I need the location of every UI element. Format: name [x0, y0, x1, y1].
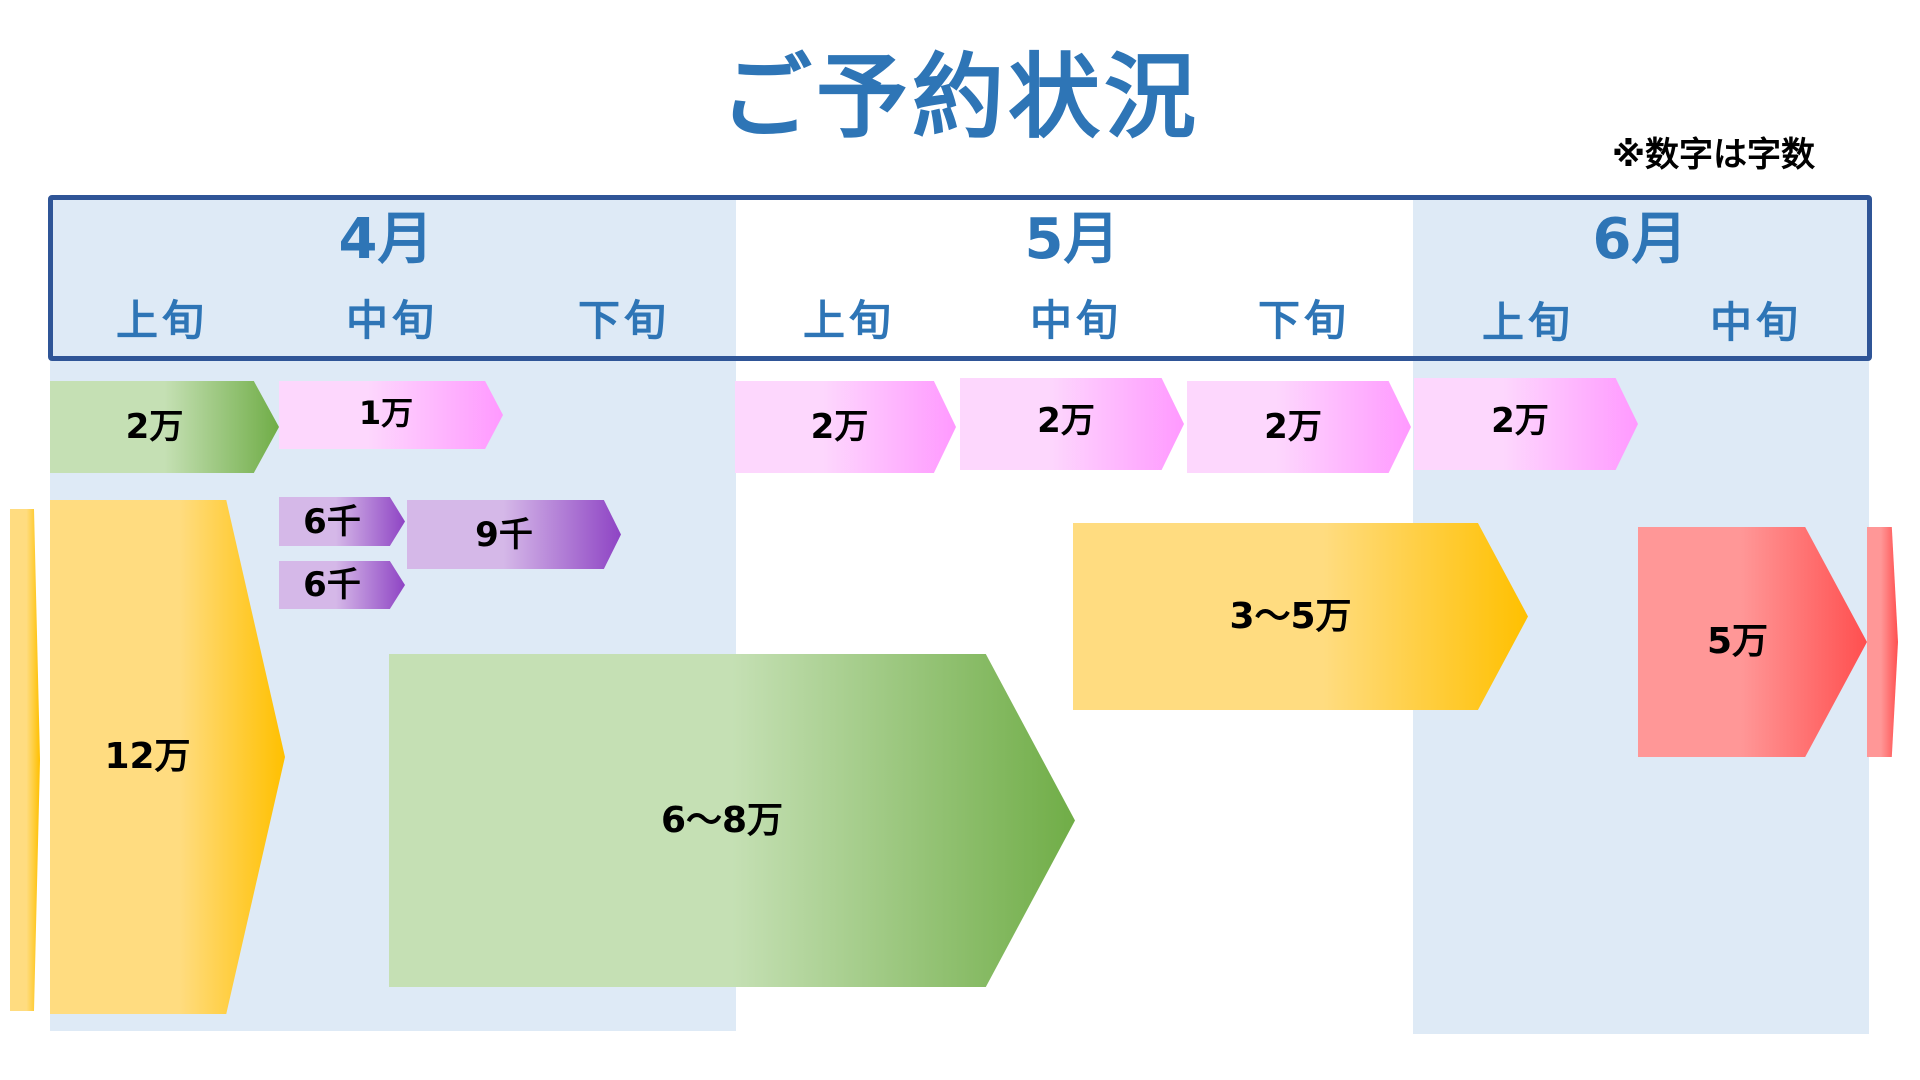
booking-arrow-apr-early-2man: 2万 — [50, 381, 279, 473]
period-april-late: 下旬 — [577, 296, 670, 345]
continuation-strip — [1867, 527, 1898, 757]
booking-arrow-apr-mid-6sen-1: 6千 — [279, 497, 405, 546]
booking-arrow-apr-mid-9sen: 9千 — [407, 500, 621, 569]
calendar-header — [48, 195, 1872, 361]
period-may-late: 下旬 — [1257, 296, 1350, 345]
booking-arrow-apr-mid-6sen-2: 6千 — [279, 561, 405, 609]
period-june-early: 上旬 — [1481, 298, 1574, 347]
booking-label: 6千 — [303, 565, 361, 605]
carry-over-strip — [10, 509, 40, 1011]
booking-arrow-apr-early-12man: 12万 — [50, 500, 285, 1014]
booking-arrow-jun-early-2man: 2万 — [1414, 378, 1638, 470]
booking-label: 9千 — [475, 514, 533, 555]
period-may-early: 上旬 — [802, 296, 895, 345]
booking-arrow-may-early-2man: 2万 — [735, 381, 956, 473]
period-april-early: 上旬 — [115, 296, 208, 345]
booking-label: 3〜5万 — [1229, 595, 1352, 637]
page-title: ご予約状況 — [719, 44, 1200, 151]
month-label-april: 4月 — [338, 207, 434, 272]
booking-label: 12万 — [104, 736, 191, 777]
booking-label: 2万 — [1491, 401, 1549, 441]
month-label-june: 6月 — [1592, 207, 1688, 272]
booking-label: 2万 — [810, 407, 869, 447]
booking-label: 6千 — [303, 501, 361, 542]
booking-arrow-may-late-2man: 2万 — [1187, 381, 1411, 473]
period-may-mid: 中旬 — [1029, 296, 1122, 345]
period-april-mid: 中旬 — [345, 296, 438, 345]
booking-label: 6〜8万 — [660, 799, 784, 841]
month-label-may: 5月 — [1024, 207, 1120, 272]
booking-label: 5万 — [1706, 621, 1769, 662]
period-june-mid: 中旬 — [1709, 298, 1802, 347]
booking-label: 1万 — [358, 394, 414, 432]
booking-arrow-apr-mid-1man: 1万 — [279, 381, 503, 449]
booking-label: 2万 — [125, 407, 184, 447]
booking-label: 2万 — [1037, 401, 1095, 441]
booking-label: 2万 — [1264, 407, 1322, 447]
booking-arrow-apr-may-6-8man: 6〜8万 — [389, 654, 1075, 987]
booking-arrow-may-mid-2man: 2万 — [960, 378, 1184, 470]
booking-arrow-may-jun-3-5man: 3〜5万 — [1073, 523, 1528, 710]
note-text: ※数字は字数 — [1612, 135, 1816, 175]
